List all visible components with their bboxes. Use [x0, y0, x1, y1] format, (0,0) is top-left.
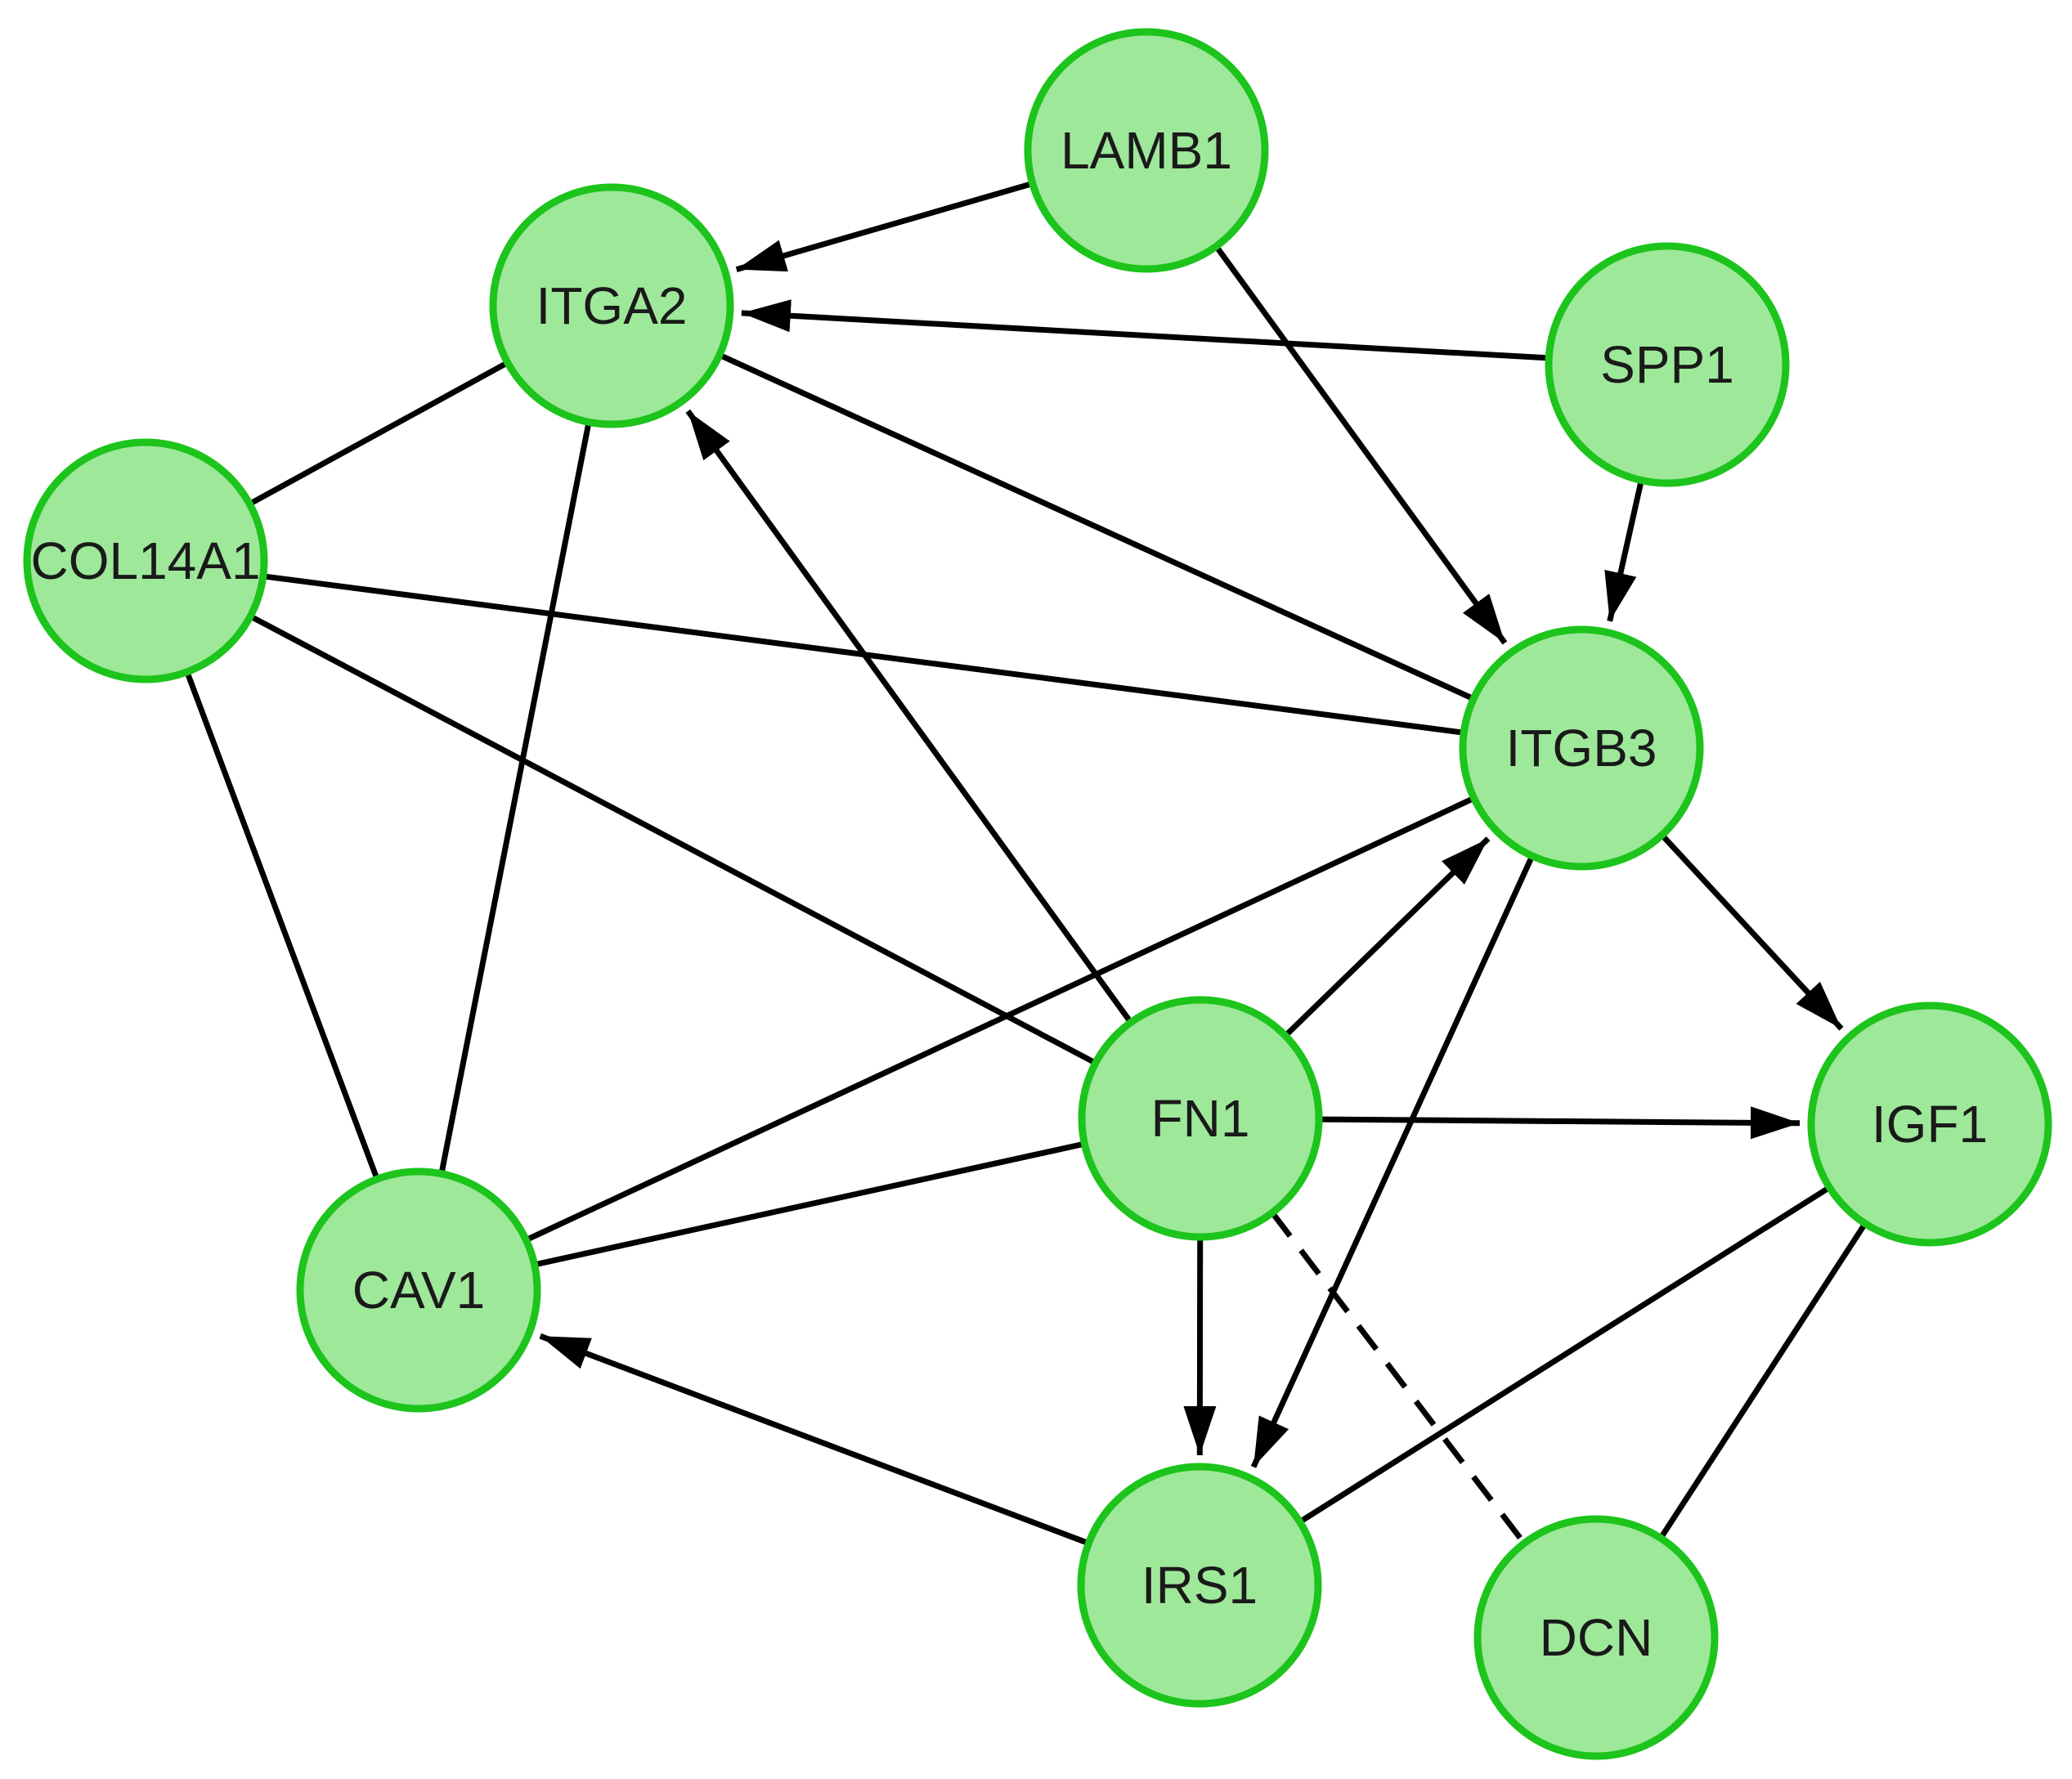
node-circle-col14a1 — [23, 438, 268, 683]
edge-irs1-cav1 — [539, 1333, 1090, 1546]
edge-spp1-itgb3 — [1604, 479, 1644, 622]
node-label-spp1: SPP1 — [1600, 335, 1734, 394]
node-label-lamb1: LAMB1 — [1061, 121, 1232, 180]
edge-igf1-dcn — [1658, 1221, 1868, 1540]
node-label-irs1: IRS1 — [1141, 1556, 1258, 1615]
edge-fn1-igf1 — [1318, 1106, 1801, 1140]
node-circle-spp1 — [1545, 242, 1790, 487]
edge-fn1-itga2 — [685, 409, 1133, 1024]
node-cav1: CAV1 — [296, 1167, 541, 1413]
node-lamb1: LAMB1 — [1024, 28, 1269, 273]
edge-itgb3-igf1 — [1659, 833, 1844, 1031]
node-label-fn1: FN1 — [1151, 1089, 1250, 1148]
edge-itga2-col14a1 — [248, 360, 509, 507]
edge-lamb1-itgb3 — [1213, 244, 1508, 645]
node-itga2: ITGA2 — [489, 183, 734, 428]
node-circle-fn1 — [1078, 996, 1323, 1241]
edge-col14a1-cav1 — [184, 670, 380, 1181]
node-circle-itga2 — [489, 183, 734, 428]
edge-itga2-itgb3 — [718, 352, 1475, 701]
edge-col14a1-fn1 — [249, 613, 1097, 1066]
edge-fn1-cav1 — [533, 1140, 1086, 1268]
node-igf1: IGF1 — [1807, 1002, 2052, 1247]
edge-lamb1-itga2 — [735, 181, 1034, 272]
node-label-itga2: ITGA2 — [536, 276, 688, 335]
node-circle-dcn — [1473, 1515, 1719, 1760]
edge-itgb3-cav1 — [524, 795, 1476, 1243]
edge-itga2-cav1 — [438, 421, 592, 1175]
node-circle-cav1 — [296, 1167, 541, 1413]
edge-fn1-itgb3 — [1283, 836, 1491, 1038]
node-col14a1: COL14A1 — [23, 438, 268, 683]
node-circle-irs1 — [1077, 1463, 1322, 1708]
node-label-col14a1: COL14A1 — [30, 531, 260, 590]
edges-layer — [184, 181, 1868, 1546]
node-itgb3: ITGB3 — [1459, 625, 1704, 871]
node-circle-igf1 — [1807, 1002, 2052, 1247]
node-label-cav1: CAV1 — [352, 1261, 485, 1320]
node-label-igf1: IGF1 — [1872, 1095, 1988, 1154]
node-label-itgb3: ITGB3 — [1506, 719, 1657, 777]
edge-col14a1-itgb3 — [262, 573, 1464, 736]
node-label-dcn: DCN — [1540, 1608, 1653, 1667]
edge-spp1-itga2 — [741, 299, 1550, 361]
node-circle-lamb1 — [1024, 28, 1269, 273]
edge-itgb3-irs1 — [1250, 854, 1535, 1468]
edge-irs1-igf1 — [1298, 1185, 1832, 1525]
node-fn1: FN1 — [1078, 996, 1323, 1241]
node-irs1: IRS1 — [1077, 1463, 1322, 1708]
edge-fn1-dcn — [1270, 1211, 1527, 1545]
node-dcn: DCN — [1473, 1515, 1719, 1760]
node-spp1: SPP1 — [1545, 242, 1790, 487]
node-circle-itgb3 — [1459, 625, 1704, 871]
